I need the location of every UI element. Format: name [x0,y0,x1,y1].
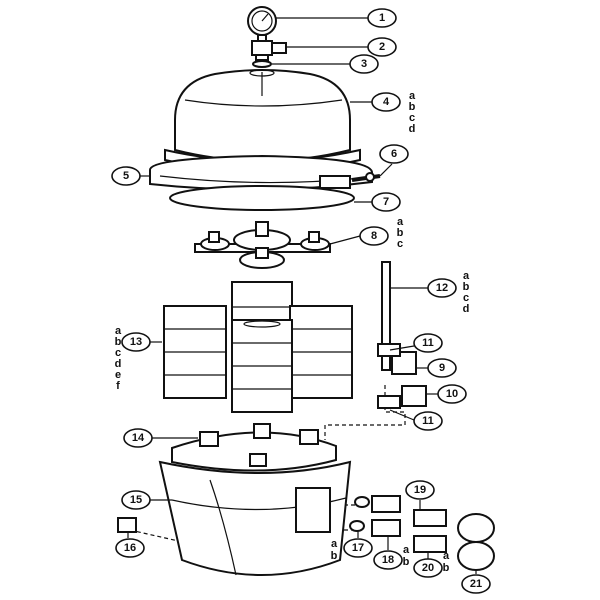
tank-variant-letters: a b [331,538,338,562]
filter-cartridges [163,281,353,413]
callout-2-number: 2 [379,41,385,53]
callout-13-variant-b: b [115,336,122,348]
callout-3-number: 3 [361,58,367,70]
callout-13-variant-a: a [115,325,122,337]
union-tailpieces [413,509,447,553]
callout-8-variant-c: c [397,238,403,250]
port-adapters [371,495,401,537]
port-o-rings [349,496,370,532]
callout-18: 18 a b [373,544,410,570]
callout-6: 6 [379,144,409,164]
callout-15: 15 [121,490,151,510]
callout-13: 13 a b c d e f [115,325,151,392]
callout-8-variant-a: a [397,216,404,228]
tank-o-ring [169,185,355,211]
callout-12-variant-d: d [463,303,470,315]
clamp-ring [149,154,373,191]
callout-10: 10 [437,384,467,404]
callout-8-number: 8 [371,230,377,242]
o-ring-small [252,60,272,68]
air-relief-valve [251,40,287,61]
drain-plug [117,517,137,533]
callout-11-lower: 11 [413,411,443,431]
callout-8: 8 a b c [359,216,404,250]
callout-12-variant-a: a [463,270,470,282]
callout-8-variant-b: b [397,227,404,239]
callout-13-number: 13 [130,336,142,348]
callout-20-number: 20 [422,562,434,574]
callout-11-upper: 11 [413,333,443,353]
callout-16: 16 [115,538,145,558]
callout-9-number: 9 [439,362,445,374]
callout-21-number: 21 [470,578,482,590]
callout-1: 1 [367,8,397,28]
callout-10-number: 10 [446,388,458,400]
bypass-fittings [377,343,427,409]
callout-17-number: 17 [352,542,364,554]
callout-19: 19 [405,480,435,500]
callout-5: 5 [111,166,141,186]
callout-3: 3 [349,54,379,74]
callout-1-number: 1 [379,12,385,24]
pressure-gauge [247,6,277,42]
callout-13-variant-e: e [115,369,121,381]
callout-12-number: 12 [436,282,448,294]
callout-15-number: 15 [130,494,142,506]
cartridge-right [289,305,353,399]
callout-19-number: 19 [414,484,426,496]
callout-4-variant-b: b [409,101,416,113]
callout-4-variant-a: a [409,90,416,102]
callout-4-variant-d: d [409,123,416,135]
callout-13-variant-c: c [115,347,121,359]
callout-15-variant-b: b [331,550,338,562]
clamp-bolt [351,172,381,182]
callout-21: 21 [461,574,491,594]
cartridge-front-center [231,319,293,413]
callout-6-number: 6 [391,148,397,160]
tank-top-plate [171,423,337,472]
callout-18-number: 18 [382,554,394,566]
callout-7-number: 7 [383,196,389,208]
union-nuts [457,513,495,571]
callout-20: 20 a b [413,550,450,578]
callout-20-variant-b: b [443,562,450,574]
cartridge-left [163,305,227,399]
callout-11-lower-number: 11 [422,415,434,427]
callout-11-upper-number: 11 [422,337,434,349]
callout-12: 12 a b c d [427,270,470,315]
callout-14-number: 14 [132,432,145,444]
callout-4-number: 4 [383,96,390,108]
callout-15-variant-a: a [331,538,338,550]
callout-7: 7 [371,192,401,212]
callout-12-variant-b: b [463,281,470,293]
callout-12-variant-c: c [463,292,469,304]
leader-lines [127,17,477,574]
manifold [194,221,331,269]
callout-4-variant-c: c [409,112,415,124]
callout-20-variant-a: a [443,550,450,562]
callout-9: 9 [427,358,457,378]
callout-17: 17 [343,538,373,558]
callout-2: 2 [367,37,397,57]
callout-18-variant-b: b [403,556,410,568]
tank-bottom [158,460,352,576]
callout-16-number: 16 [124,542,136,554]
callout-13-variant-f: f [116,380,120,392]
callout-14: 14 [123,428,153,448]
bypass-tube [381,261,391,371]
callout-4: 4 a b c d [371,90,416,135]
callout-5-number: 5 [123,170,129,182]
callout-13-variant-d: d [115,358,122,370]
callout-18-variant-a: a [403,544,410,556]
